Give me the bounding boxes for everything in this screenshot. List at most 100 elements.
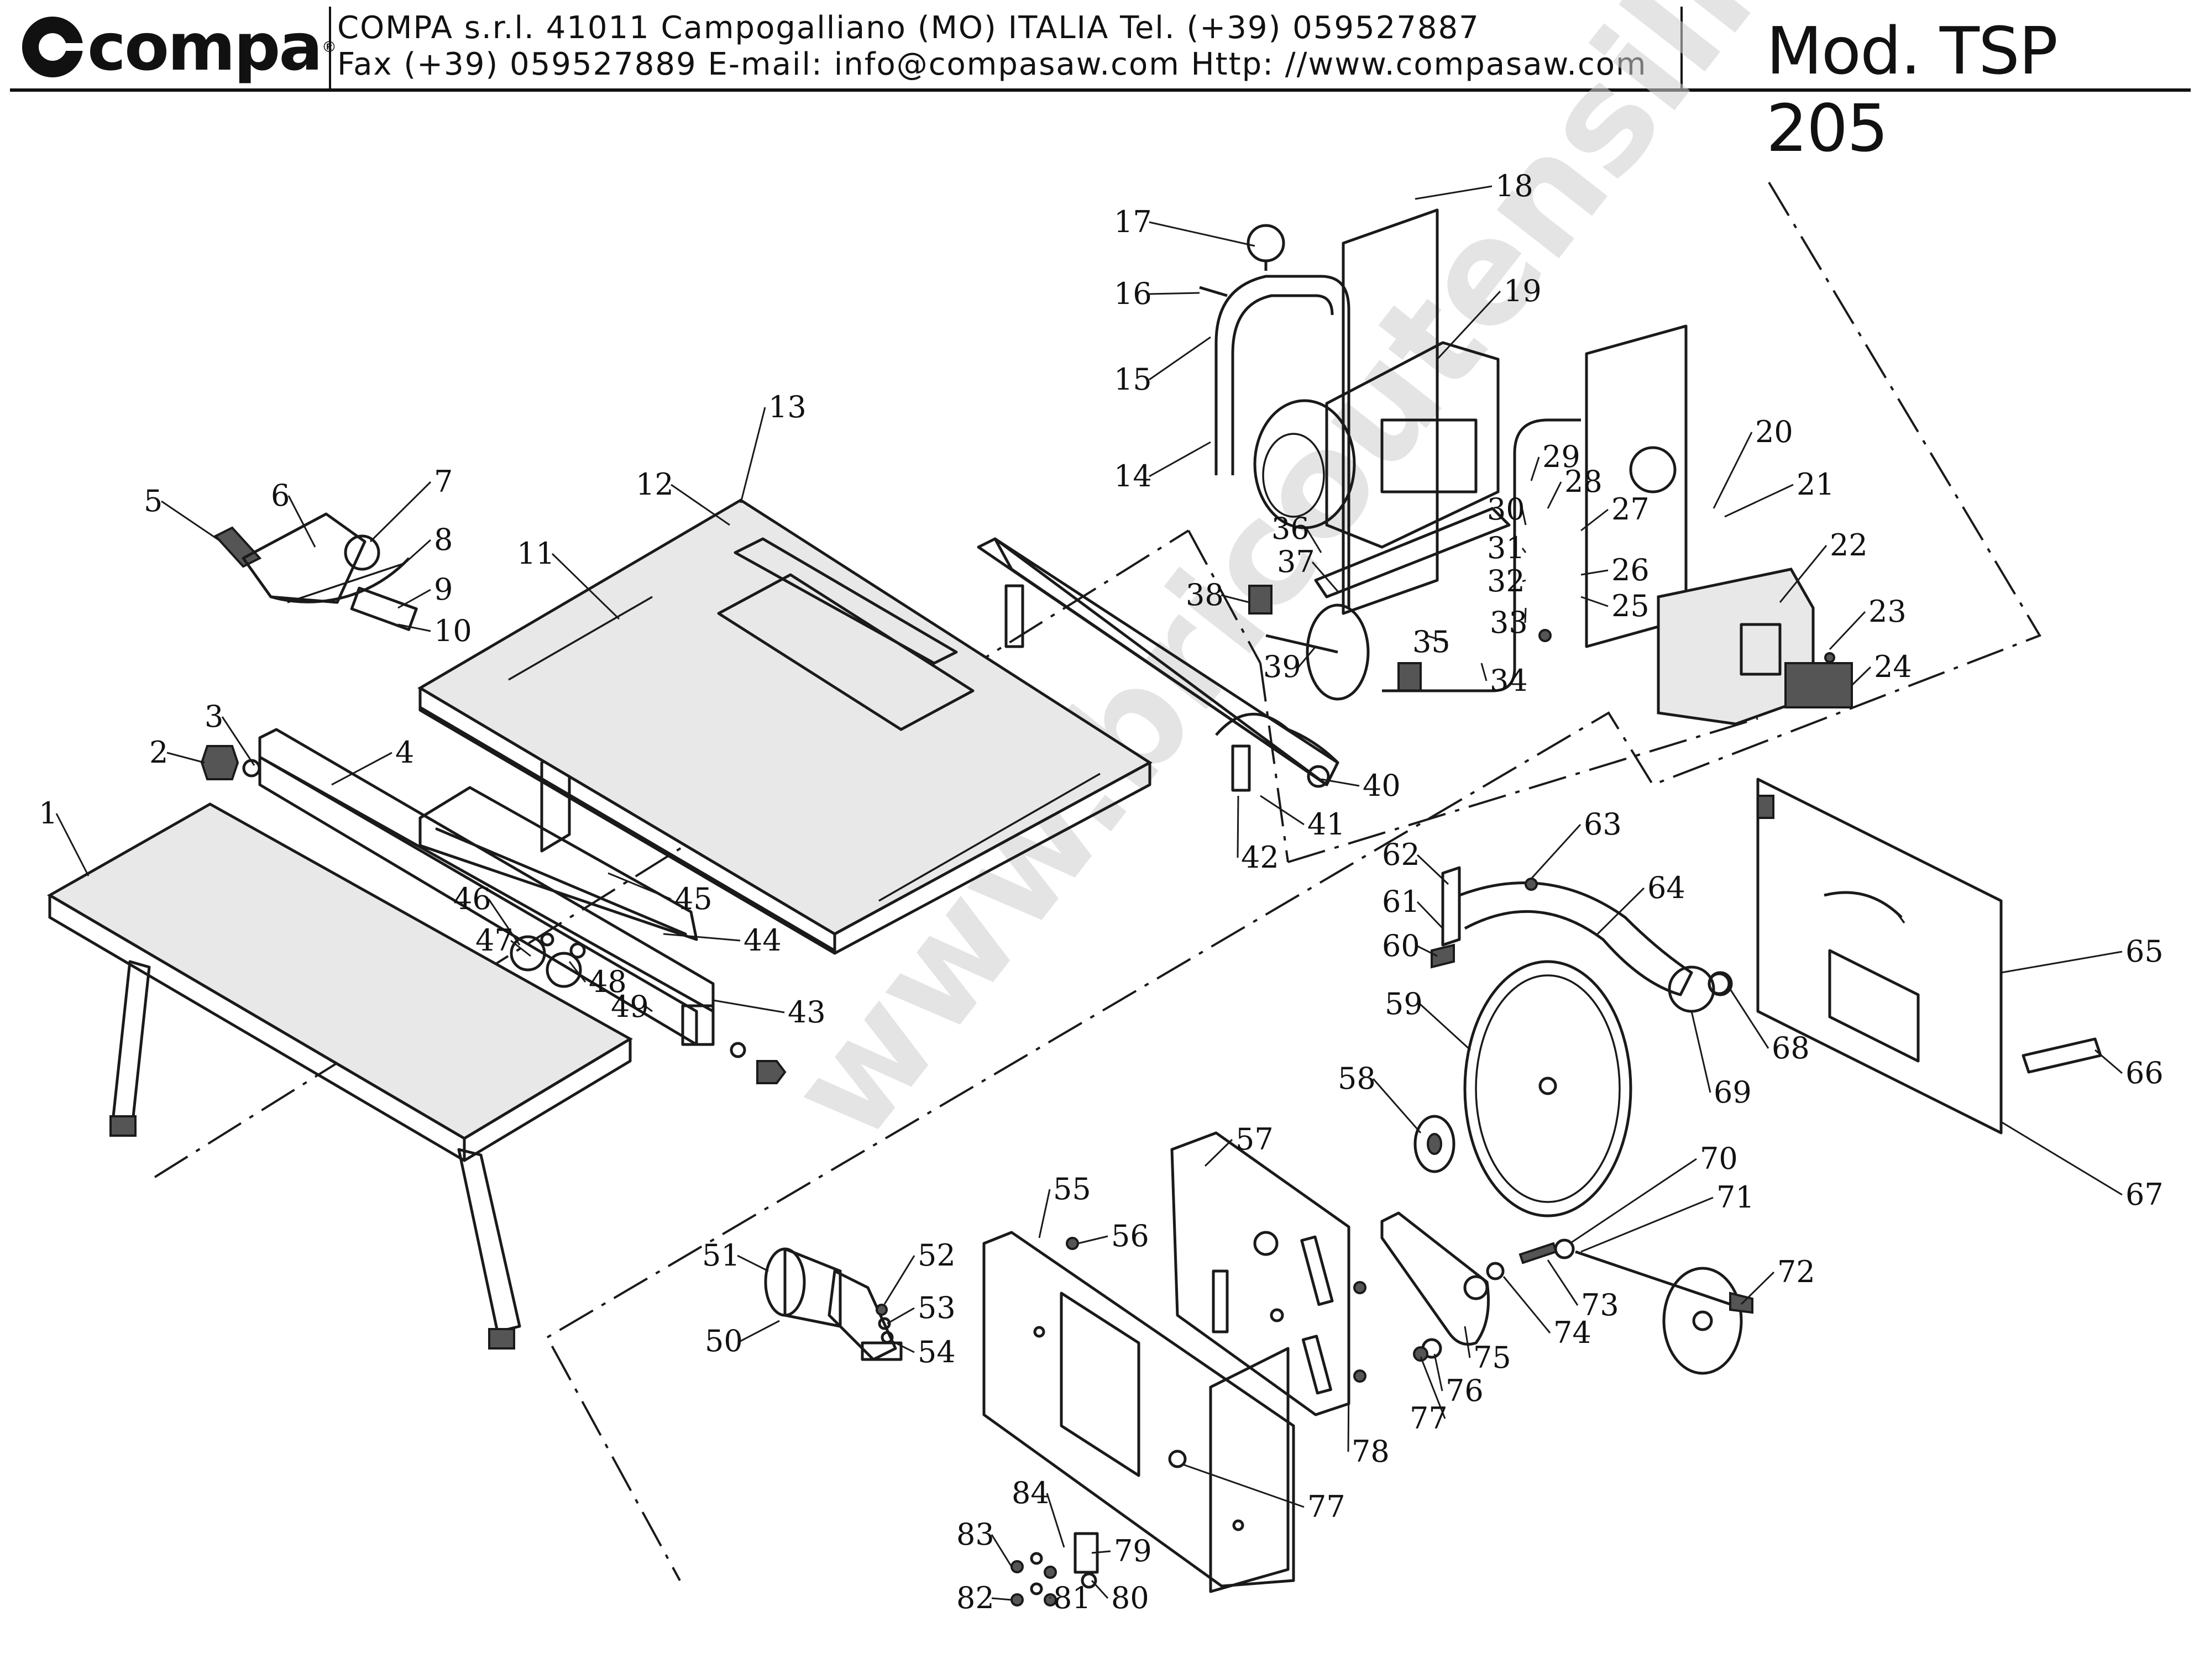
part-label-46: 46 (453, 881, 491, 916)
part-label-77: 77 (1410, 1401, 1448, 1436)
leader-line-6 (287, 495, 316, 548)
leader-line-56 (1077, 1235, 1108, 1245)
contact-info: COMPA s.r.l. 41011 Campogalliano (MO) IT… (337, 10, 1647, 83)
leader-line-60 (1417, 945, 1438, 957)
model-title: Mod. TSP 205 (1766, 13, 2058, 166)
part-label-80: 80 (1111, 1581, 1149, 1615)
main-table (417, 498, 1153, 955)
part-label-27: 27 (1611, 492, 1650, 527)
part-label-17: 17 (1114, 204, 1152, 239)
part-label-55: 55 (1053, 1172, 1091, 1206)
leader-line-53 (887, 1307, 915, 1325)
part-label-12: 12 (636, 467, 674, 502)
part-label-28: 28 (1564, 464, 1603, 499)
leader-line-9 (397, 589, 431, 609)
leader-line-66 (2094, 1049, 2123, 1074)
leader-line-30 (1521, 509, 1527, 526)
part-label-73: 73 (1581, 1288, 1619, 1322)
leader-line-55 (1038, 1189, 1051, 1238)
part-label-78: 78 (1352, 1434, 1390, 1469)
leader-line-49 (646, 1006, 653, 1012)
part-label-45: 45 (674, 881, 713, 916)
part-label-6: 6 (271, 478, 290, 513)
extension-table (47, 802, 633, 1350)
part-label-43: 43 (788, 995, 826, 1030)
leader-line-45 (608, 872, 672, 900)
part-label-29: 29 (1542, 439, 1580, 474)
header-rule (10, 88, 2191, 92)
part-label-16: 16 (1114, 276, 1152, 311)
leader-line-14 (1149, 441, 1211, 477)
leader-line-47 (510, 939, 531, 957)
leader-line-29 (1530, 456, 1540, 481)
part-label-48: 48 (589, 964, 627, 999)
leader-line-11 (551, 553, 620, 620)
leader-line-50 (740, 1320, 780, 1342)
part-label-59: 59 (1385, 986, 1423, 1021)
part-label-53: 53 (918, 1290, 956, 1325)
leader-line-59 (1419, 1003, 1472, 1051)
leader-line-7 (369, 481, 432, 543)
leader-line-16 (1149, 292, 1200, 295)
leader-line-23 (1829, 611, 1866, 650)
leader-line-44 (663, 933, 741, 942)
leader-line-18 (1415, 185, 1493, 200)
part-label-62: 62 (1382, 837, 1420, 872)
leader-line-3 (221, 716, 255, 766)
part-label-11: 11 (517, 536, 555, 571)
part-label-18: 18 (1495, 169, 1533, 203)
part-label-14: 14 (1114, 459, 1152, 494)
leader-line-77b (1182, 1463, 1305, 1508)
leader-line-79 (1091, 1550, 1111, 1554)
tilt-handwheel (1380, 1211, 1753, 1375)
leader-line-65 (2001, 951, 2123, 974)
leader-line-10 (397, 623, 431, 632)
leader-line-40 (1321, 778, 1360, 787)
leader-line-12 (671, 484, 730, 526)
part-label-42: 42 (1241, 840, 1279, 875)
part-label-22: 22 (1830, 528, 1868, 563)
part-label-61: 61 (1382, 884, 1420, 919)
leader-line-74 (1502, 1276, 1551, 1334)
leader-line-22 (1779, 545, 1828, 603)
part-label-10: 10 (434, 613, 472, 648)
part-label-71: 71 (1716, 1180, 1755, 1215)
leader-line-38 (1221, 594, 1250, 603)
leader-line-61 (1416, 901, 1444, 930)
part-label-66: 66 (2125, 1056, 2164, 1090)
contact-line-web: Fax (+39) 059527889 E-mail: info@compasa… (337, 46, 1647, 82)
part-label-52: 52 (918, 1238, 956, 1273)
part-label-32: 32 (1487, 564, 1525, 599)
leader-line-35 (1426, 634, 1448, 643)
part-label-70: 70 (1700, 1141, 1738, 1176)
part-label-51: 51 (702, 1238, 740, 1273)
leader-line-36 (1306, 528, 1322, 553)
part-label-1: 1 (39, 796, 57, 831)
leader-line-48 (568, 961, 587, 983)
part-label-35: 35 (1412, 624, 1451, 659)
part-label-81: 81 (1053, 1581, 1091, 1615)
part-label-25: 25 (1611, 589, 1650, 623)
part-label-20: 20 (1755, 414, 1793, 449)
leader-line-20 (1713, 432, 1753, 509)
leader-line-78 (1347, 1381, 1350, 1452)
leader-line-32 (1522, 579, 1526, 582)
part-label-77b: 77 (1307, 1489, 1345, 1524)
part-label-60: 60 (1382, 928, 1420, 963)
leader-line-5 (161, 500, 222, 543)
part-label-33: 33 (1490, 605, 1528, 640)
part-label-84: 84 (1012, 1476, 1050, 1510)
part-label-4: 4 (395, 735, 414, 770)
part-label-50: 50 (705, 1324, 743, 1358)
part-label-83: 83 (956, 1517, 994, 1552)
leader-line-24 (1851, 666, 1872, 686)
leader-line-13 (740, 407, 766, 503)
leader-line-17 (1149, 221, 1255, 247)
part-label-31: 31 (1487, 531, 1525, 565)
leader-line-68 (1729, 989, 1769, 1049)
part-label-19: 19 (1504, 274, 1542, 308)
leader-line-57 (1204, 1138, 1233, 1167)
leader-line-63 (1530, 823, 1582, 880)
part-label-74: 74 (1553, 1315, 1591, 1350)
